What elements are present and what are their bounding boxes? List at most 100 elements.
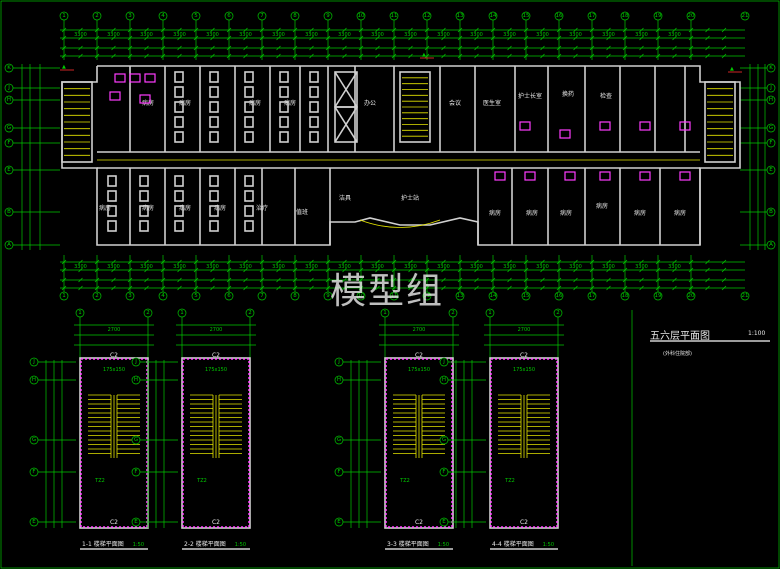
dim-text: 3300 <box>206 32 219 38</box>
dim-tick <box>391 45 397 51</box>
dim-tick <box>705 45 710 51</box>
bath-fixture-9 <box>679 121 691 131</box>
grid-bubble-top-5-label: 5 <box>194 13 198 19</box>
dim-tick <box>342 277 347 283</box>
dim-text: 3300 <box>371 32 384 38</box>
stair3-row-J-label: J <box>442 359 445 365</box>
dim-tick <box>243 35 248 41</box>
dim-tick <box>226 45 232 51</box>
dim-tick <box>375 53 380 59</box>
dim-tick <box>424 45 430 51</box>
dim-text: 3300 <box>272 264 285 270</box>
bed-s-0-1 <box>139 175 149 187</box>
grid-bubble-top-8-label: 8 <box>293 13 297 19</box>
grid-bubble-left-K-label: K <box>7 65 11 71</box>
dim-tick <box>144 35 149 41</box>
dim-tick <box>441 45 446 51</box>
dim-tick <box>639 277 644 283</box>
stair3-caption: 4-4 楼梯平面图 <box>492 540 534 548</box>
dim-tick <box>622 259 628 265</box>
dim-tick <box>721 35 727 41</box>
entry-curve <box>359 219 441 228</box>
dim-text: 3300 <box>107 32 120 38</box>
dim-tick <box>243 53 248 59</box>
bed-2-2 <box>244 101 254 113</box>
dim-tick <box>193 27 199 33</box>
bed-s-2-1 <box>139 205 149 217</box>
stair0-row-E-label: E <box>32 519 36 525</box>
dim-tick <box>358 45 364 51</box>
dim-tick <box>160 285 166 291</box>
dim-tick <box>688 27 694 33</box>
dim-tick <box>622 35 628 41</box>
dim-tick <box>144 45 149 51</box>
bath-fixture-8 <box>639 121 651 131</box>
dim-tick <box>292 259 298 265</box>
bed-4-4 <box>309 131 319 143</box>
dim-tick <box>490 285 496 291</box>
stair3-bubble-2-label: 2 <box>556 310 560 316</box>
dim-tick <box>457 27 463 33</box>
dim-tick <box>540 53 545 59</box>
dim-tick <box>94 277 100 283</box>
grid-bubble-top-9-label: 9 <box>326 13 330 19</box>
stair2-bubble-2-label: 2 <box>451 310 455 316</box>
dim-tick <box>210 277 215 283</box>
dim-text: 3300 <box>371 264 384 270</box>
dim-text: 3300 <box>140 264 153 270</box>
room-label-2: 病房 <box>249 99 261 107</box>
dim-text: 3300 <box>173 32 186 38</box>
dim-text: 3300 <box>569 264 582 270</box>
dim-tick <box>61 53 67 59</box>
dim-tick <box>474 285 479 291</box>
stair1-caption-scale: 1:50 <box>235 542 246 548</box>
dim-tick <box>457 285 463 291</box>
drawing-title: 五六层平面图 <box>650 331 710 342</box>
grid-bubble-bottom-4-label: 4 <box>161 293 165 299</box>
grid-bubble-bottom-7-label: 7 <box>260 293 264 299</box>
grid-bubble-bottom-16-label: 16 <box>556 293 563 299</box>
grid-bubble-right-K-label: K <box>769 65 773 71</box>
stair3-door-bottom: C2 <box>520 519 528 526</box>
grid-bubble-top-14-label: 14 <box>490 13 497 19</box>
dim-tick <box>721 285 727 291</box>
dim-tick <box>210 45 215 51</box>
dim-tick <box>94 285 100 291</box>
dim-tick <box>672 277 677 283</box>
dim-text: 3300 <box>107 264 120 270</box>
bath-fixture-10 <box>494 171 506 181</box>
dim-tick <box>276 259 281 265</box>
dim-tick <box>111 27 116 33</box>
grid-bubble-bottom-21-label: 21 <box>742 293 749 299</box>
grid-bubble-bottom-5-label: 5 <box>194 293 198 299</box>
stair3-row-F-label: F <box>442 469 445 475</box>
dim-tick <box>408 53 413 59</box>
bath-fixture-7 <box>599 121 611 131</box>
dim-text: 3300 <box>173 264 186 270</box>
dim-tick <box>325 259 331 265</box>
dim-text: 3300 <box>668 32 681 38</box>
dim-tick <box>177 35 182 41</box>
bed-3-2 <box>244 116 254 128</box>
grid-bubble-top-17-label: 17 <box>589 13 596 19</box>
bed-0-2 <box>244 71 254 83</box>
dim-tick <box>78 285 83 291</box>
dim-tick <box>292 53 298 59</box>
dim-tick <box>193 35 199 41</box>
grid-bubble-left-G-label: G <box>7 125 11 131</box>
dim-tick <box>441 27 446 33</box>
dim-tick <box>457 277 463 283</box>
dim-tick <box>655 267 661 273</box>
dim-tick <box>177 267 182 273</box>
dim-tick <box>292 267 298 273</box>
red-marker-arrow-1: ▲ <box>730 66 734 72</box>
stair1-door-bottom: C2 <box>212 519 220 526</box>
grid-bubble-bottom-12-label: 12 <box>424 293 431 299</box>
dim-tick <box>259 259 265 265</box>
stair2-door-bottom: C2 <box>415 519 423 526</box>
dim-tick <box>259 277 265 283</box>
dim-tick <box>523 267 529 273</box>
room-label-16: 洁具 <box>339 194 351 202</box>
grid-bubble-top-11-label: 11 <box>391 13 398 19</box>
dim-text: 3300 <box>602 264 615 270</box>
